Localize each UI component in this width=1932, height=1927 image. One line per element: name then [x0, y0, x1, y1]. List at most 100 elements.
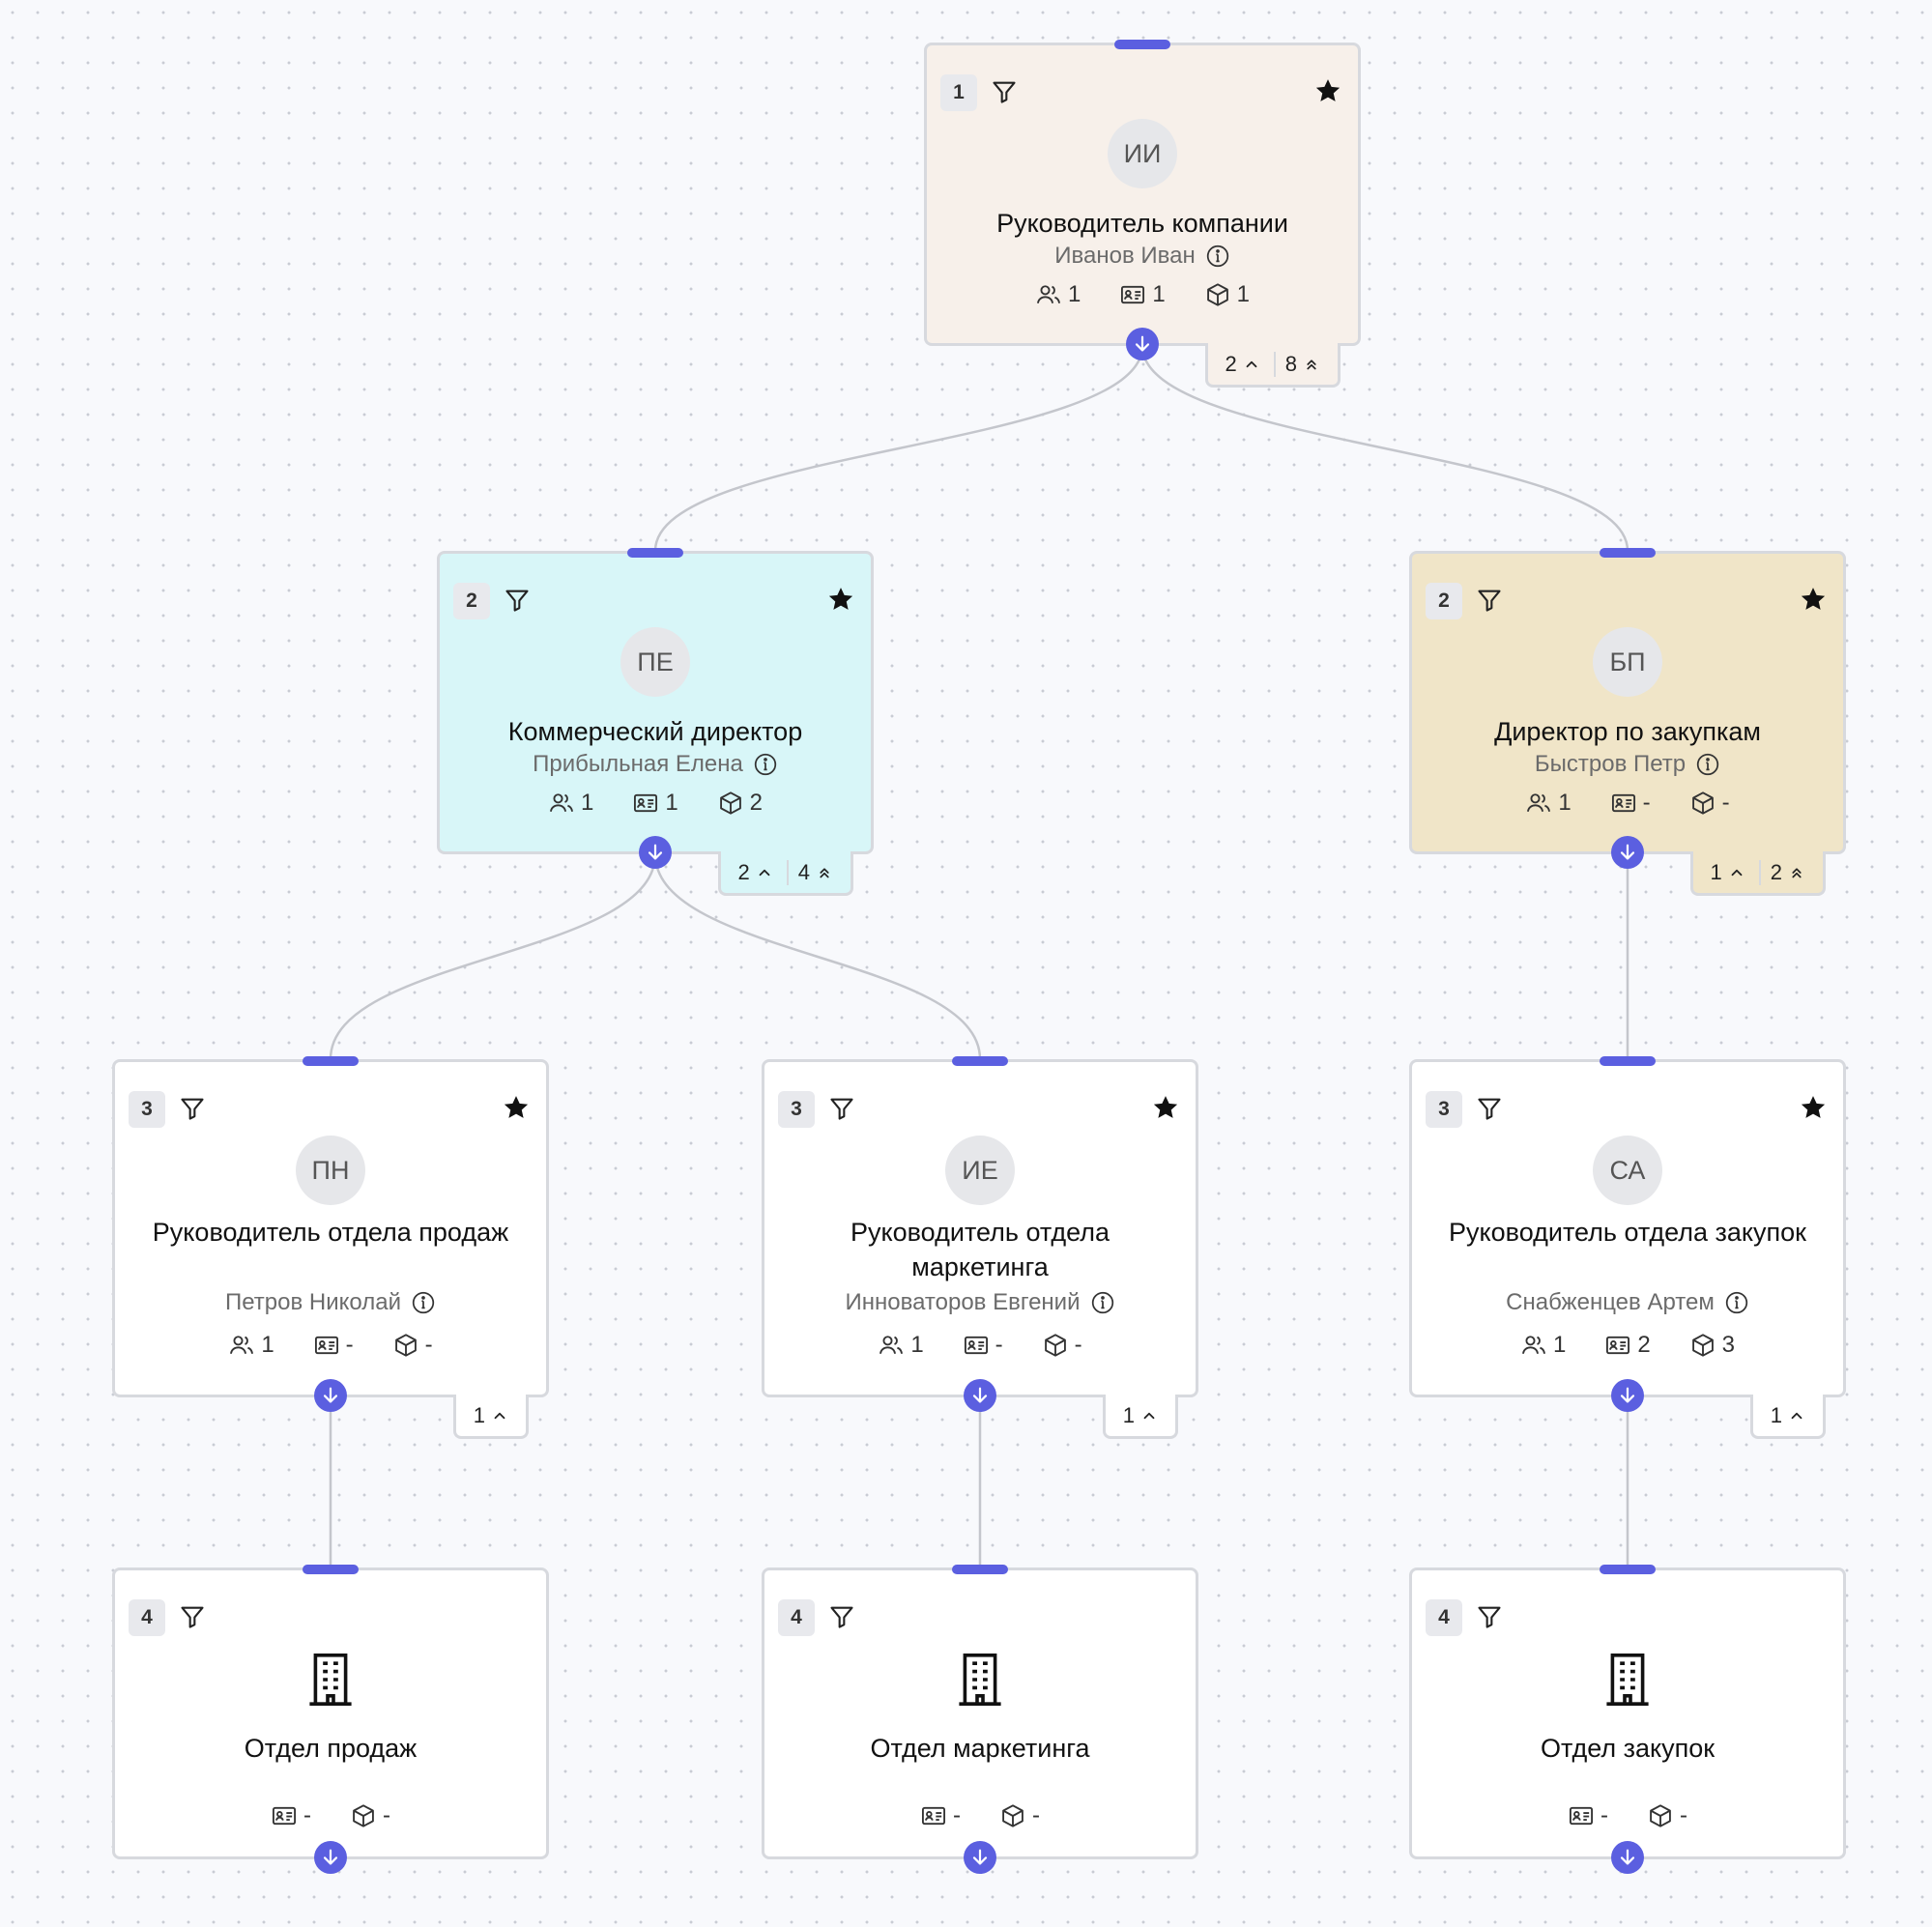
person-row: Прибыльная Елена [440, 751, 871, 778]
stats-row: 1 1 2 [440, 790, 871, 817]
positions-count: - [995, 1332, 1003, 1358]
org-node-procurement-department[interactable]: 4 Отдел закупок - - [1409, 1565, 1846, 1874]
expand-button[interactable] [639, 836, 672, 869]
avatar: СА [1593, 1136, 1662, 1205]
chevron-up-icon [1143, 1412, 1155, 1419]
filter-icon[interactable] [1476, 1603, 1503, 1630]
employees-stat: 1 [878, 1332, 924, 1359]
direct-subordinates[interactable]: 1 [1761, 1403, 1815, 1428]
connection-handle[interactable] [1600, 548, 1656, 558]
box-icon [1691, 791, 1714, 815]
filter-icon[interactable] [1476, 587, 1503, 614]
info-icon[interactable] [1724, 1290, 1749, 1315]
expand-button[interactable] [964, 1841, 996, 1874]
subordinates-counter[interactable]: 2 8 [1204, 343, 1341, 388]
chevron-up-icon [759, 869, 770, 876]
connection-handle[interactable] [303, 1056, 359, 1066]
resources-count: 2 [749, 790, 764, 816]
org-node-marketing-department[interactable]: 4 Отдел маркетинга - - [762, 1565, 1198, 1874]
filter-icon[interactable] [1476, 1095, 1503, 1122]
double-chevron-up-icon [1792, 867, 1802, 877]
info-icon[interactable] [753, 752, 778, 777]
star-icon[interactable] [826, 585, 855, 614]
positions-count: 1 [1152, 281, 1166, 307]
connector-line [653, 853, 982, 1060]
org-node-sales-department[interactable]: 4 Отдел продаж - - [112, 1565, 549, 1874]
expand-button[interactable] [1611, 836, 1644, 869]
subordinates-counter[interactable]: 1 [452, 1395, 529, 1439]
star-icon[interactable] [1313, 76, 1342, 105]
positions-stat: - [963, 1332, 1003, 1359]
filter-icon[interactable] [828, 1603, 855, 1630]
filter-icon[interactable] [991, 78, 1018, 105]
resources-count: - [1074, 1332, 1082, 1358]
expand-button[interactable] [314, 1379, 347, 1412]
department-title: Отдел маркетинга [870, 1734, 1090, 1763]
position-title: Руководитель компании [996, 209, 1288, 238]
subordinates-counter[interactable]: 1 2 [1689, 851, 1826, 896]
connection-handle[interactable] [952, 1565, 1008, 1574]
star-icon[interactable] [1151, 1093, 1180, 1122]
org-node-procurement-head[interactable]: 3 СА Руководитель отдела закупок Снабжен… [1409, 1056, 1846, 1439]
subordinates-counter[interactable]: 1 [1749, 1395, 1826, 1439]
level-badge: 2 [1426, 583, 1462, 619]
expand-button[interactable] [1611, 1841, 1644, 1874]
person-name: Инноваторов Евгений [845, 1289, 1081, 1315]
org-node-marketing-head[interactable]: 3 ИЕ Руководитель отдела маркетинга Инно… [762, 1056, 1198, 1439]
direct-subordinates[interactable]: 1 [464, 1403, 518, 1428]
total-subordinates[interactable]: 2 [1758, 859, 1815, 885]
filter-icon[interactable] [828, 1095, 855, 1122]
info-icon[interactable] [1695, 752, 1720, 777]
filter-icon[interactable] [179, 1603, 206, 1630]
direct-subordinates[interactable]: 1 [1113, 1403, 1168, 1428]
star-icon[interactable] [1799, 1093, 1828, 1122]
org-node-commercial-director[interactable]: 2 ПЕ Коммерческий директор Прибыльная Ел… [437, 548, 874, 896]
subordinates-counter[interactable]: 2 4 [717, 851, 853, 896]
direct-subordinates[interactable]: 1 [1701, 860, 1755, 885]
connection-handle[interactable] [1600, 1565, 1656, 1574]
stats-row: 1 - - [764, 1332, 1196, 1359]
org-node-company-head[interactable]: 1 ИИ Руководитель компании Иванов Иван 1… [924, 40, 1361, 388]
level-badge: 3 [778, 1091, 815, 1128]
direct-subordinates[interactable]: 2 [729, 860, 783, 885]
resources-stat: 3 [1689, 1332, 1735, 1359]
star-icon[interactable] [502, 1093, 531, 1122]
avatar: ИЕ [945, 1136, 1015, 1205]
direct-count: 1 [1122, 1402, 1135, 1427]
double-chevron-up-icon [1307, 359, 1316, 369]
info-icon[interactable] [1205, 244, 1230, 269]
person-name: Петров Николай [225, 1289, 401, 1315]
resources-count: - [1680, 1802, 1687, 1828]
direct-subordinates[interactable]: 2 [1216, 352, 1270, 377]
filter-icon[interactable] [504, 587, 531, 614]
total-subordinates[interactable]: 8 [1273, 351, 1330, 377]
total-subordinates[interactable]: 4 [786, 859, 843, 885]
info-icon[interactable] [1090, 1290, 1115, 1315]
arrow-down-icon [972, 1387, 988, 1403]
expand-button[interactable] [1126, 328, 1159, 360]
person-name: Прибыльная Елена [533, 751, 743, 777]
connection-handle[interactable] [303, 1565, 359, 1574]
person-row: Петров Николай [115, 1289, 546, 1316]
star-icon[interactable] [1799, 585, 1828, 614]
filter-icon[interactable] [179, 1095, 206, 1122]
stats-row: - - [764, 1802, 1196, 1829]
expand-button[interactable] [964, 1379, 996, 1412]
resources-stat: - [350, 1802, 390, 1829]
connection-handle[interactable] [1600, 1056, 1656, 1066]
expand-button[interactable] [1611, 1379, 1644, 1412]
arrow-down-icon [972, 1849, 988, 1865]
level-badge: 3 [1426, 1091, 1462, 1128]
org-node-procurement-director[interactable]: 2 БП Директор по закупкам Быстров Петр 1… [1409, 548, 1846, 896]
subordinates-counter[interactable]: 1 [1102, 1395, 1178, 1439]
box-icon [1691, 1334, 1714, 1357]
connection-handle[interactable] [952, 1056, 1008, 1066]
connection-handle[interactable] [1114, 40, 1170, 49]
connection-handle[interactable] [627, 548, 683, 558]
box-icon [1650, 1804, 1671, 1827]
expand-button[interactable] [314, 1841, 347, 1874]
info-icon[interactable] [411, 1290, 436, 1315]
positions-stat: 2 [1604, 1332, 1651, 1359]
direct-count: 1 [1710, 859, 1722, 884]
org-node-sales-head[interactable]: 3 ПН Руководитель отдела продаж Петров Н… [112, 1056, 549, 1439]
